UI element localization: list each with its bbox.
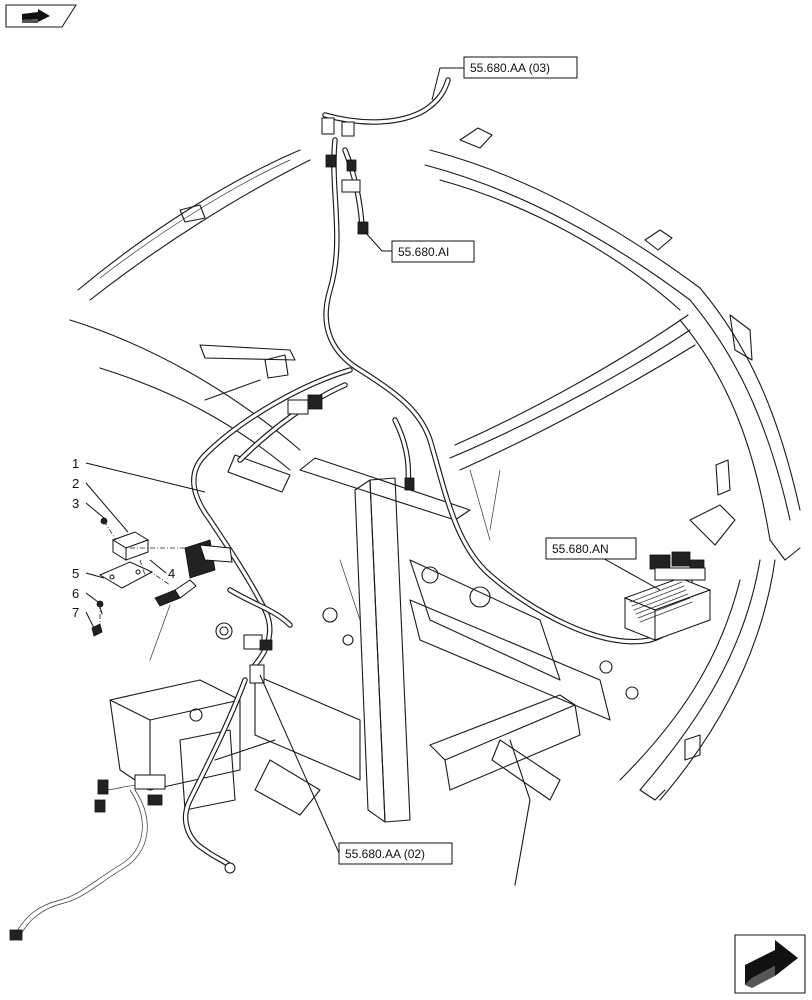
ref-ai-label: 55.680.AI [398, 245, 449, 259]
ref-an[interactable]: 55.680.AN [545, 537, 637, 560]
book-arrow-icon[interactable] [5, 4, 77, 28]
ref-ai[interactable]: 55.680.AI [391, 240, 475, 263]
callout-3: 3 [72, 496, 79, 511]
ref-an-label: 55.680.AN [552, 542, 609, 556]
callout-leaders [85, 67, 661, 854]
ref-top-label: 55.680.AA (03) [470, 61, 550, 75]
exploded-parts [91, 517, 233, 637]
callout-4: 4 [168, 566, 175, 581]
ref-bottom-label: 55.680.AA (02) [345, 847, 425, 861]
control-module [623, 551, 712, 641]
wiring-harness [9, 77, 693, 941]
cab-structure [69, 127, 801, 886]
next-page-arrow-icon[interactable] [734, 934, 806, 994]
callout-6: 6 [72, 586, 79, 601]
callout-2: 2 [72, 476, 79, 491]
ref-bottom[interactable]: 55.680.AA (02) [338, 842, 453, 865]
callout-1: 1 [72, 456, 79, 471]
callout-7: 7 [72, 605, 79, 620]
callout-5: 5 [72, 566, 79, 581]
ref-top[interactable]: 55.680.AA (03) [463, 56, 578, 79]
